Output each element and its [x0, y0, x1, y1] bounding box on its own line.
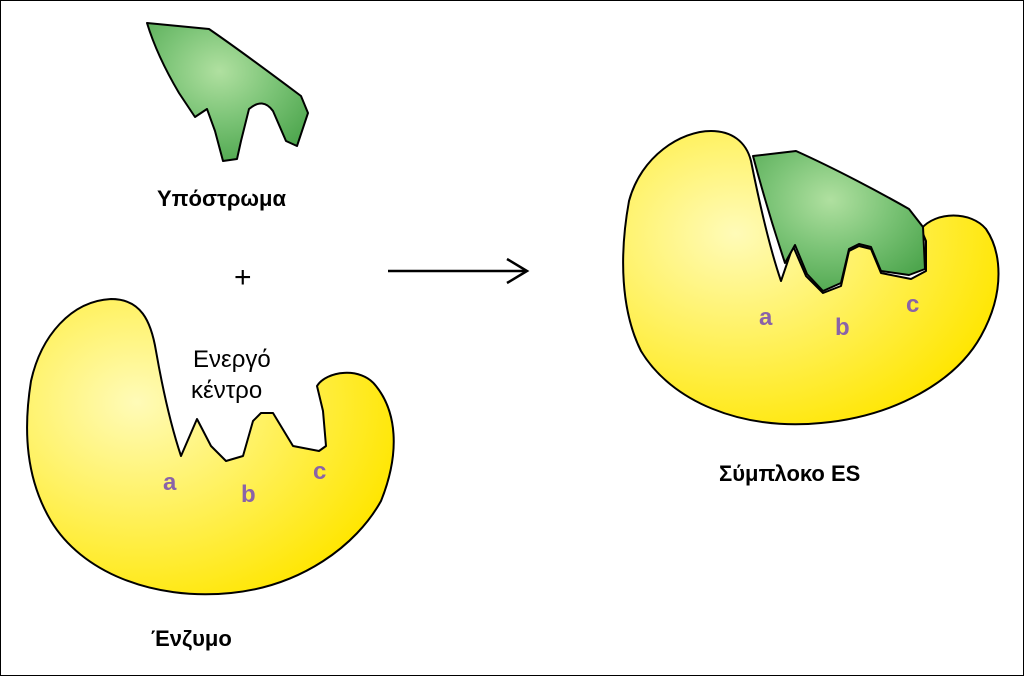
complex-substrate-shape [752, 150, 926, 292]
enzyme-shape [26, 298, 395, 596]
substrate-label: Υπόστρωμα [157, 186, 287, 211]
active-site-label-line2: κέντρο [191, 377, 263, 404]
site-b-label: b [241, 481, 256, 508]
complex-site-a-label: a [759, 304, 773, 331]
plus-sign: + [234, 261, 252, 294]
substrate-shape [146, 22, 309, 162]
complex-site-b-label: b [835, 314, 850, 341]
site-a-label: a [163, 469, 177, 496]
active-site-label-line1: Ενεργό [193, 346, 271, 373]
complex-site-c-label: c [906, 291, 920, 318]
site-c-label: c [313, 458, 327, 485]
enzyme-label: Ένζυμο [151, 626, 232, 651]
complex-label: Σύμπλοκο ES [719, 461, 861, 486]
right-arrow-icon [388, 257, 530, 285]
complex-enzyme-shape [622, 130, 1000, 426]
